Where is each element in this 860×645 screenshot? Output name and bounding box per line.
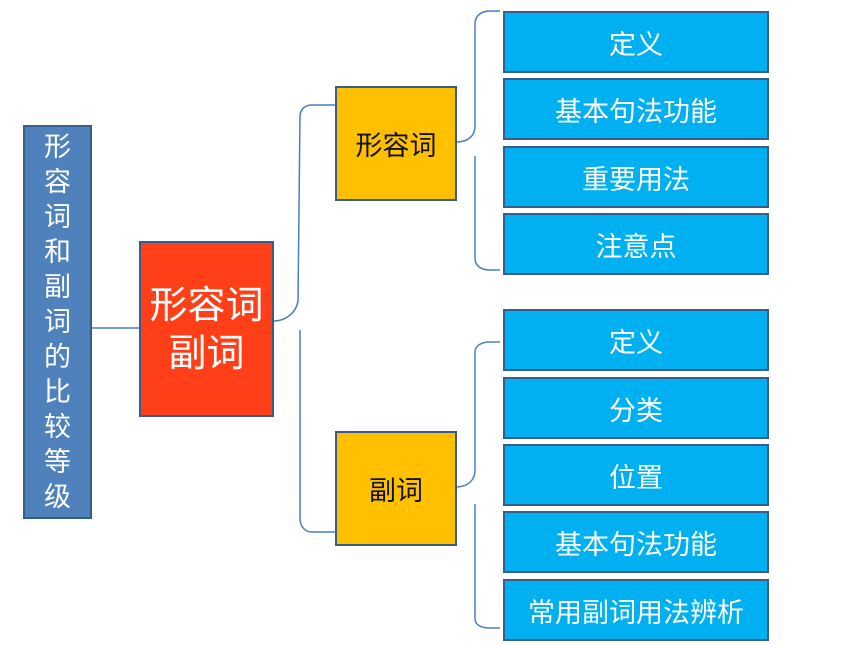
adverb-branch-label: 副词 <box>369 476 423 507</box>
title-char: 比 <box>44 376 71 408</box>
root-node-line-2: 副词 <box>168 331 245 375</box>
root-node: 形容词 副词 <box>139 241 274 417</box>
adverb-to-items-connector <box>455 341 500 629</box>
adverb-item-position: 位置 <box>503 444 769 506</box>
topic-title-box: 形 容 词 和 副 词 的 比 较 等 级 <box>23 125 92 519</box>
title-char: 词 <box>44 306 71 338</box>
title-char: 形 <box>44 131 71 163</box>
title-char: 等 <box>44 446 71 478</box>
root-node-line-1: 形容词 <box>149 283 264 327</box>
leaf-label: 定义 <box>609 327 663 359</box>
leaf-label: 注意点 <box>595 231 677 263</box>
title-char: 容 <box>44 166 71 198</box>
leaf-label: 基本句法功能 <box>555 96 717 128</box>
adjective-branch-node: 形容词 <box>335 86 457 201</box>
title-char: 和 <box>44 236 71 268</box>
adverb-branch-node: 副词 <box>335 431 457 546</box>
leaf-label: 定义 <box>609 29 663 61</box>
title-char: 副 <box>44 271 71 303</box>
adjective-to-items-connector <box>455 10 500 271</box>
leaf-label: 基本句法功能 <box>555 529 717 561</box>
adjective-item-syntax-function: 基本句法功能 <box>503 78 769 140</box>
title-char: 较 <box>44 411 71 443</box>
adverb-item-definition: 定义 <box>503 309 769 371</box>
adjective-branch-label: 形容词 <box>355 131 437 162</box>
leaf-label: 位置 <box>609 462 663 494</box>
leaf-label: 重要用法 <box>582 164 690 196</box>
leaf-label: 常用副词用法辨析 <box>528 597 744 629</box>
title-char: 词 <box>44 201 71 233</box>
leaf-label: 分类 <box>609 395 663 427</box>
adverb-item-classification: 分类 <box>503 377 769 439</box>
adverb-item-common-usage-analysis: 常用副词用法辨析 <box>503 579 769 641</box>
adverb-item-syntax-function: 基本句法功能 <box>503 511 769 573</box>
root-to-branches-connector <box>273 104 336 533</box>
adjective-item-notes: 注意点 <box>503 213 769 275</box>
adjective-item-definition: 定义 <box>503 11 769 73</box>
adjective-item-important-usage: 重要用法 <box>503 146 769 208</box>
title-char: 的 <box>44 341 71 373</box>
title-char: 级 <box>44 481 71 513</box>
